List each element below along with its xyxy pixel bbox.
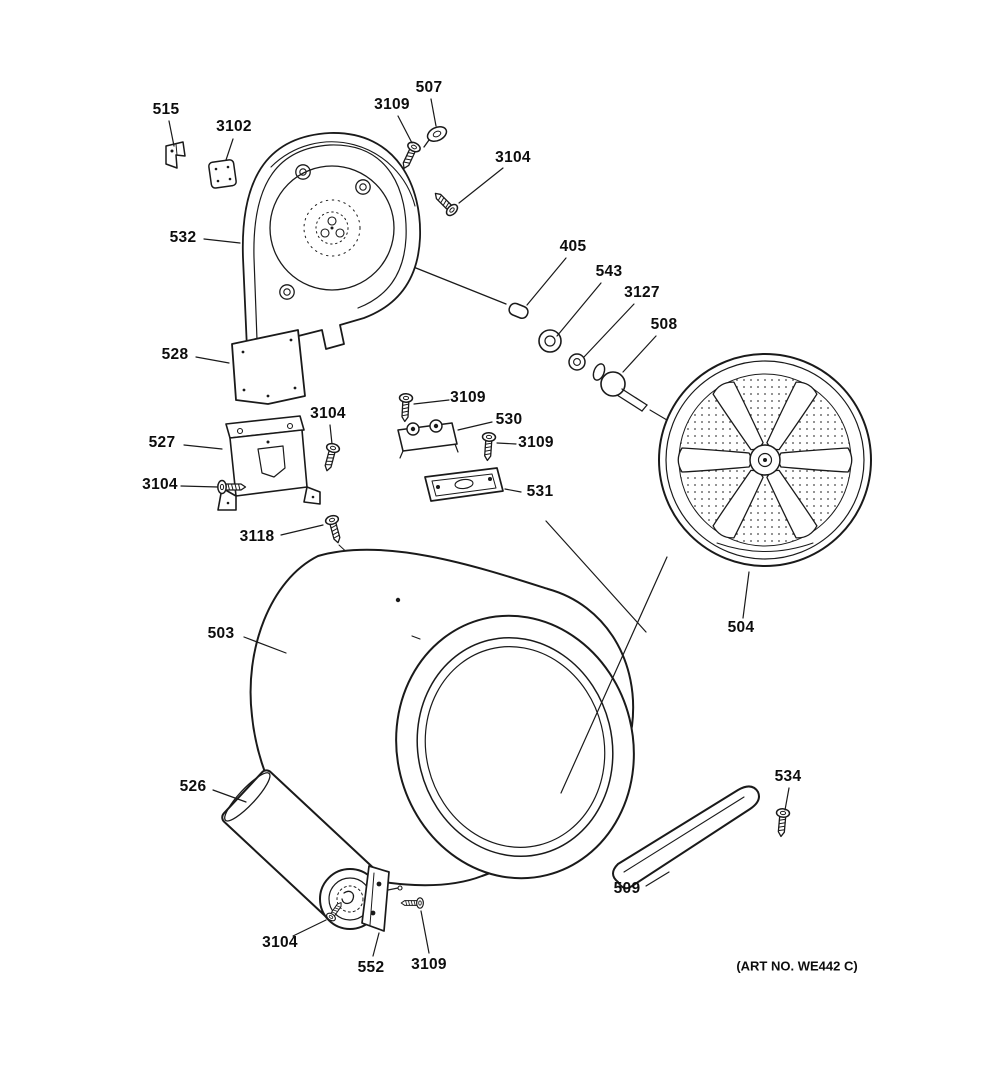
pad-3102 xyxy=(208,159,237,189)
flange-552 xyxy=(361,865,403,932)
mounting-plate-528 xyxy=(231,329,306,405)
sleeve-543 xyxy=(538,329,562,353)
part-label-3102: 3102 xyxy=(216,118,252,135)
part-label-3109-top: 3109 xyxy=(374,96,410,113)
part-label-532: 532 xyxy=(169,229,197,246)
screw-3109-bottom xyxy=(400,897,425,909)
part-label-3104-top: 3104 xyxy=(495,149,531,166)
screw-3104-mid xyxy=(319,441,342,474)
part-label-3109-bottom: 3109 xyxy=(411,956,447,973)
bearing-bracket-530 xyxy=(397,419,459,459)
part-label-515: 515 xyxy=(152,101,180,118)
part-label-3109-mid: 3109 xyxy=(450,389,486,406)
part-label-3127: 3127 xyxy=(624,284,660,301)
part-label-3104-bottom: 3104 xyxy=(262,934,298,951)
drum-503 xyxy=(249,548,635,887)
part-label-543: 543 xyxy=(595,263,623,280)
part-label-3118: 3118 xyxy=(239,528,275,545)
clip-515 xyxy=(165,141,186,169)
part-label-508: 508 xyxy=(650,316,678,333)
part-label-534: 534 xyxy=(774,768,802,785)
art-number: (ART NO. WE442 C) xyxy=(736,958,858,974)
screw-3104-top xyxy=(429,187,461,219)
motor-bracket-527 xyxy=(217,415,321,511)
screw-3109-mid xyxy=(397,392,414,423)
blower-hub xyxy=(303,199,361,257)
part-label-3104-mid: 3104 xyxy=(310,405,346,422)
screw-3109-mid2 xyxy=(479,431,497,462)
panel-spokes xyxy=(677,381,853,539)
leader-lines xyxy=(168,98,790,957)
part-label-504: 504 xyxy=(727,619,755,636)
part-label-528: 528 xyxy=(161,346,189,363)
blower-housing-532 xyxy=(241,132,421,350)
pin-405 xyxy=(508,302,529,320)
part-label-507: 507 xyxy=(415,79,443,96)
drum-slide-509 xyxy=(612,785,760,890)
part-label-531: 531 xyxy=(526,483,554,500)
bearing-plate-531 xyxy=(424,467,504,502)
part-label-405: 405 xyxy=(559,238,587,255)
drum-back-panel-504 xyxy=(658,353,872,567)
part-label-527: 527 xyxy=(148,434,176,451)
screw-534 xyxy=(773,807,791,838)
washer-3127 xyxy=(568,353,586,371)
alignment-lines xyxy=(545,520,668,794)
part-label-552: 552 xyxy=(357,959,385,976)
part-label-530: 530 xyxy=(495,411,523,428)
clamp-507 xyxy=(423,125,448,148)
drum-shaft-508 xyxy=(592,363,673,424)
part-label-509: 509 xyxy=(613,880,641,897)
part-label-526: 526 xyxy=(179,778,207,795)
part-label-3109-mid2: 3109 xyxy=(518,434,554,451)
part-label-3104-left: 3104 xyxy=(142,476,178,493)
part-label-503: 503 xyxy=(207,625,235,642)
